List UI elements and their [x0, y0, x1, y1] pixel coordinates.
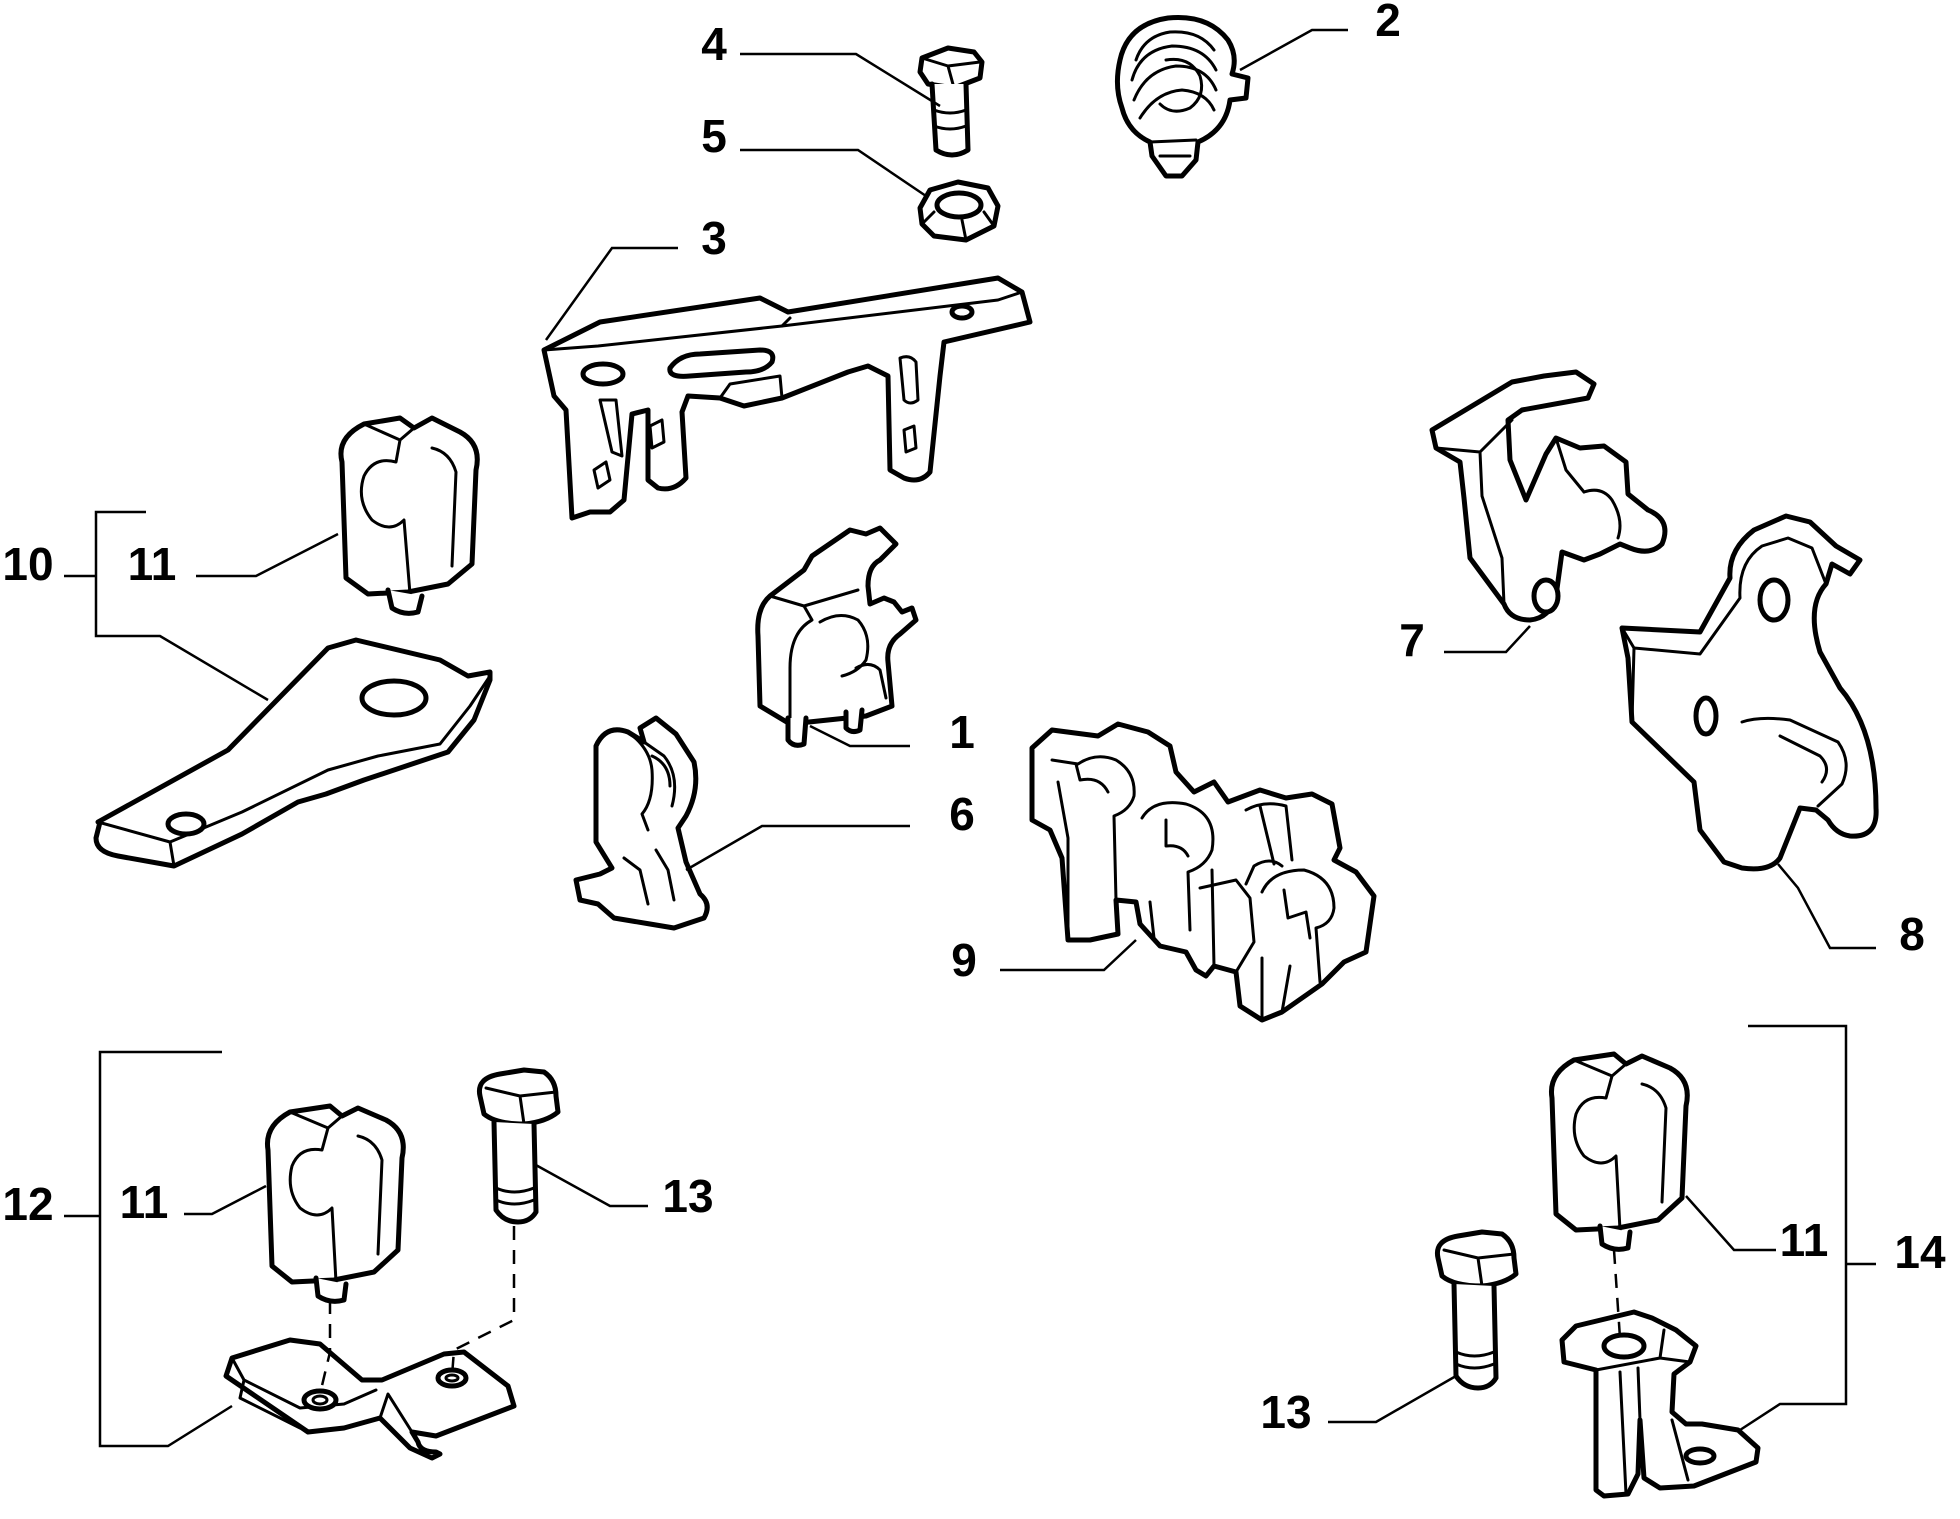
part-5-nut: [917, 179, 1001, 243]
label-11-lower-left: 11: [120, 1176, 169, 1228]
label-10: 10: [2, 538, 53, 590]
part-11-pipe-clip-lower-right: [1548, 1051, 1690, 1252]
part-14-bracket: [1559, 1309, 1761, 1499]
label-7: 7: [1399, 614, 1425, 666]
label-13-upper: 13: [662, 1170, 713, 1222]
part-11-pipe-clip-lower-left: [264, 1103, 406, 1304]
label-11-lower-right: 11: [1780, 1214, 1829, 1266]
label-3: 3: [701, 212, 727, 264]
part-13-flange-bolt-upper: [476, 1067, 561, 1225]
part-11-pipe-clip-upper: [338, 415, 480, 616]
label-14: 14: [1894, 1226, 1946, 1278]
part-4-bolt: [917, 45, 985, 158]
label-11-upper: 11: [128, 538, 177, 590]
part-2-spiral-clip: [1114, 14, 1251, 179]
part-1-double-clip: [755, 525, 919, 748]
part-13-flange-bolt-lower: [1434, 1229, 1519, 1391]
label-1: 1: [949, 706, 975, 758]
label-5: 5: [701, 110, 727, 162]
label-9: 9: [951, 934, 977, 986]
part-7-pin-bracket: [1429, 369, 1668, 623]
part-9-multi-clip: [1029, 721, 1377, 1023]
label-12: 12: [2, 1178, 53, 1230]
part-10-flat-plate: [93, 637, 493, 869]
part-8-hook-bracket: [1619, 513, 1879, 872]
part-3-bracket: [541, 275, 1033, 521]
label-2: 2: [1375, 0, 1401, 46]
label-13-lower: 13: [1260, 1386, 1311, 1438]
label-6: 6: [949, 788, 975, 840]
part-12-plate: [223, 1337, 517, 1461]
part-6-tall-clip: [573, 715, 710, 931]
alignment-lines: [318, 1226, 1622, 1395]
label-4: 4: [701, 18, 727, 70]
leader-lines: [64, 28, 1876, 1448]
label-8: 8: [1899, 908, 1925, 960]
callout-labels: 4 5 2 3 1 6 10 11 7 8 9 12 11 13 11 14 1…: [2, 0, 1946, 1438]
